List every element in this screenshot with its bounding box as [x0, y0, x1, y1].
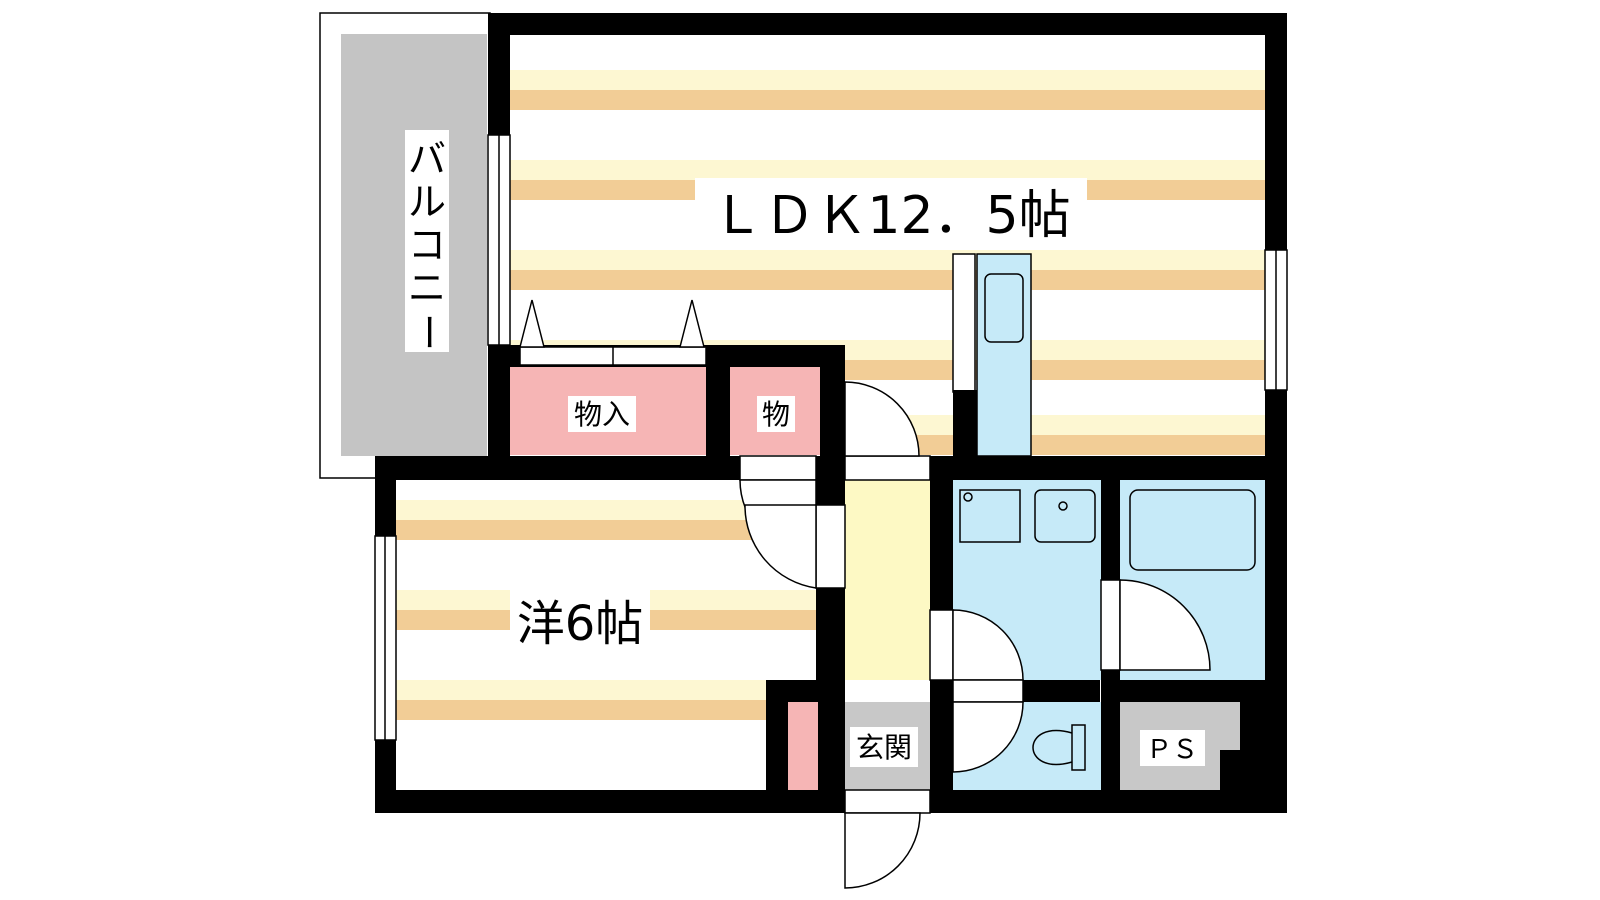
floor-stripe — [396, 520, 816, 540]
balcony-label-char: バ — [408, 137, 446, 181]
floor-stripe — [396, 500, 816, 520]
balcony-label-char: ニ — [408, 266, 446, 310]
ldk-floor — [510, 35, 1265, 455]
washbasin-icon — [1034, 489, 1096, 543]
entrance-label: 玄関 — [856, 731, 912, 764]
floor-stripe — [396, 680, 816, 700]
fridge-space — [952, 253, 976, 393]
ldk-label: ＬＤＫ12．5帖 — [711, 186, 1070, 246]
fixtures — [959, 489, 1256, 771]
pipe-space-label: ＰＳ — [1146, 735, 1198, 765]
shoe-closet — [788, 702, 818, 790]
western-room-label: 洋6帖 — [517, 596, 644, 652]
closet-sliding-doors — [519, 299, 707, 366]
toilet-icon — [1032, 724, 1086, 771]
kitchen-counter — [976, 253, 1032, 457]
storage-large-label: 物入 — [574, 398, 630, 431]
floor-stripe — [396, 700, 816, 720]
windows — [374, 134, 1288, 741]
floor-stripe — [510, 160, 1265, 180]
sink-icon — [984, 273, 1024, 343]
hallway — [845, 480, 930, 680]
floor-stripe — [510, 70, 1265, 90]
balcony-label-char: コ — [408, 223, 446, 267]
balcony-label-char: ー — [406, 313, 450, 351]
floor-stripe — [510, 90, 1265, 110]
floor-stripe — [510, 270, 1265, 290]
floor-stripe — [510, 250, 1265, 270]
washer-space-icon — [959, 489, 1021, 543]
balcony-label-char: ル — [408, 180, 446, 224]
bathtub-icon — [1129, 489, 1256, 571]
storage-small-label: 物 — [762, 398, 790, 431]
balcony — [319, 12, 491, 479]
doors — [739, 381, 1211, 889]
